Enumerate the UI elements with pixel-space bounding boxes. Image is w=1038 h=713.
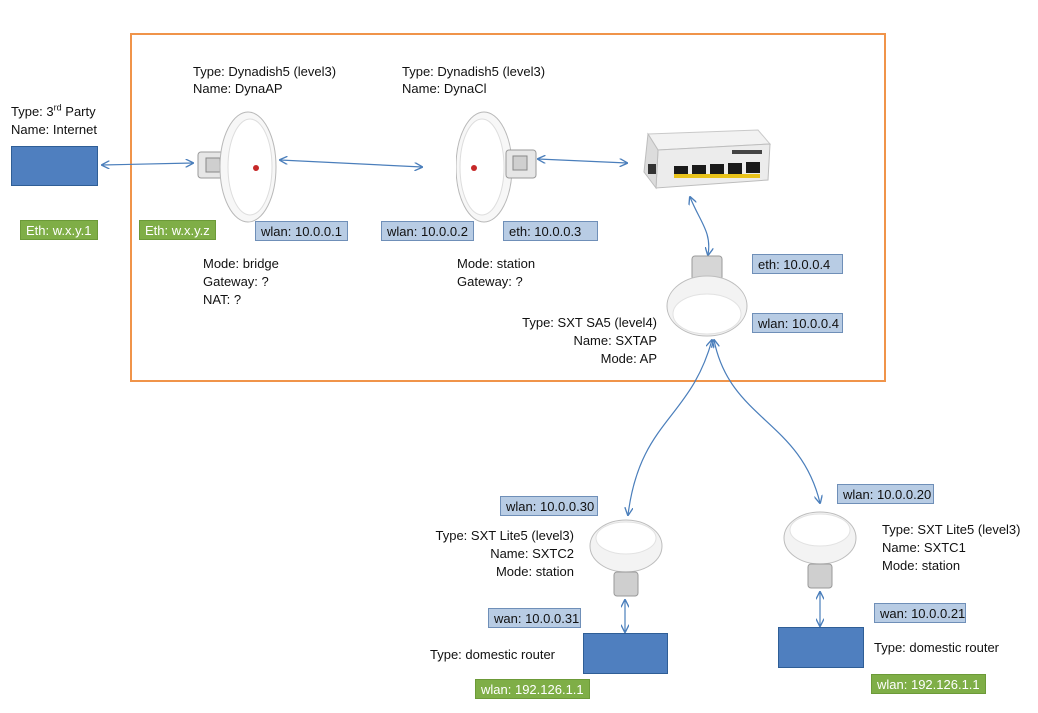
link-sxtap-sxtc2 bbox=[628, 340, 712, 515]
link-internet-dynaap bbox=[102, 163, 193, 165]
dynacl-mode: Mode: station bbox=[457, 256, 536, 271]
dynaap-wlan-badge: wlan: 10.0.0.1 bbox=[255, 221, 348, 241]
internet-type: Type: 3rd Party bbox=[11, 102, 96, 119]
dynaap-nat: NAT: ? bbox=[203, 292, 242, 307]
sxtc2-name: Name: SXTC2 bbox=[490, 546, 574, 561]
sxtc1-wlan-badge: wlan: 10.0.0.20 bbox=[837, 484, 934, 504]
sxtap-mode: Mode: AP bbox=[600, 351, 657, 366]
internet-name: Name: Internet bbox=[11, 122, 97, 137]
sxt-antenna-icon bbox=[666, 255, 748, 337]
sxtc2-type: Type: SXT Lite5 (level3) bbox=[435, 528, 575, 543]
sxtc2-router-wlan-badge: wlan: 192.126.1.1 bbox=[475, 679, 590, 699]
dynaap-mode: Mode: bridge bbox=[203, 256, 279, 271]
sxtc1-router-wlan-badge: wlan: 192.126.1.1 bbox=[871, 674, 986, 694]
sxtc1-mode: Mode: station bbox=[882, 558, 961, 573]
network-boundary bbox=[130, 33, 886, 382]
dynacl-type: Type: Dynadish5 (level3) bbox=[402, 64, 546, 79]
sxtap-eth-badge: eth: 10.0.0.4 bbox=[752, 254, 843, 274]
link-dynacl-switch bbox=[538, 159, 627, 163]
link-dynaap-dynacl bbox=[280, 160, 422, 167]
ethernet-switch-icon bbox=[643, 129, 772, 190]
dynadish-antenna-icon bbox=[456, 111, 537, 223]
dynaap-gateway: Gateway: ? bbox=[203, 274, 269, 289]
sxtc1-router-box bbox=[778, 627, 864, 668]
dynaap-name: Name: DynaAP bbox=[193, 81, 283, 96]
dynaap-eth-badge: Eth: w.x.y.z bbox=[139, 220, 216, 240]
sxtc2-wan-badge: wan: 10.0.0.31 bbox=[488, 608, 581, 628]
sxtap-name: Name: SXTAP bbox=[573, 333, 657, 348]
sxt-antenna-icon bbox=[783, 511, 857, 589]
sxt-antenna-icon bbox=[589, 519, 663, 597]
dynaap-type: Type: Dynadish5 (level3) bbox=[193, 64, 337, 79]
sxtc2-router-box bbox=[583, 633, 668, 674]
sxtap-type: Type: SXT SA5 (level4) bbox=[522, 315, 657, 330]
link-sxtap-sxtc1 bbox=[714, 340, 820, 503]
internet-device-box bbox=[11, 146, 98, 186]
dynacl-eth-badge: eth: 10.0.0.3 bbox=[503, 221, 598, 241]
sxtc1-router-type: Type: domestic router bbox=[874, 640, 999, 655]
sxtap-wlan-badge: wlan: 10.0.0.4 bbox=[752, 313, 843, 333]
dynacl-gateway: Gateway: ? bbox=[457, 274, 523, 289]
link-switch-sxtap bbox=[690, 197, 709, 255]
sxtc2-mode: Mode: station bbox=[495, 564, 574, 579]
sxtc2-router-type: Type: domestic router bbox=[430, 647, 555, 662]
dynadish-antenna-icon bbox=[197, 111, 277, 223]
dynacl-name: Name: DynaCl bbox=[402, 81, 487, 96]
internet-eth-badge: Eth: w.x.y.1 bbox=[20, 220, 98, 240]
sxtc1-wan-badge: wan: 10.0.0.21 bbox=[874, 603, 966, 623]
sxtc1-type: Type: SXT Lite5 (level3) bbox=[882, 522, 1021, 537]
dynacl-wlan-badge: wlan: 10.0.0.2 bbox=[381, 221, 474, 241]
sxtc1-name: Name: SXTC1 bbox=[882, 540, 966, 555]
sxtc2-wlan-badge: wlan: 10.0.0.30 bbox=[500, 496, 598, 516]
